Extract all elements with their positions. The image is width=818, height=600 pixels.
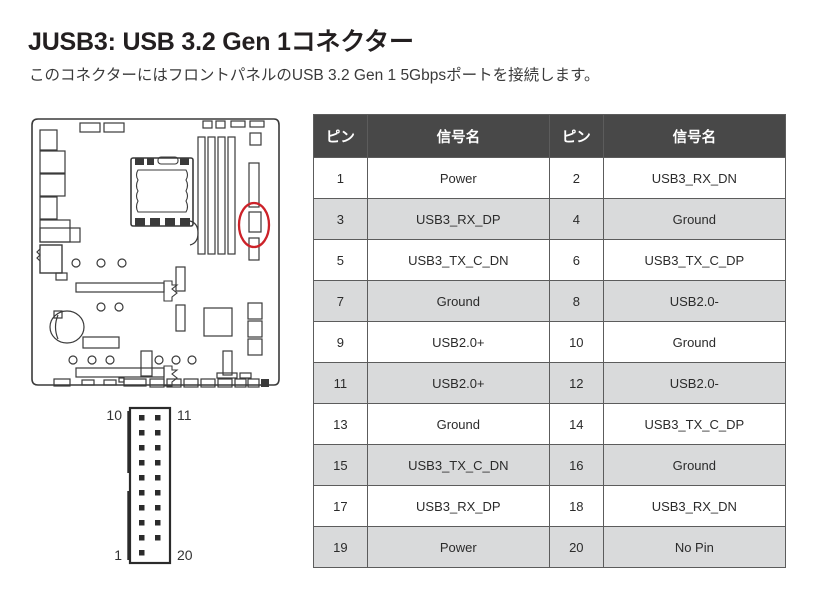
column-header-pin-1: ピン: [313, 114, 368, 158]
cell-signal: USB3_TX_C_DN: [366, 444, 550, 486]
table-row: 19 Power 20 No Pin: [313, 526, 787, 568]
cpu-socket: [130, 156, 199, 246]
column-header-pin-2: ピン: [548, 114, 604, 158]
cell-pin: 14: [548, 403, 604, 445]
cell-pin: 8: [548, 280, 604, 322]
table-header-row: ピン 信号名 ピン 信号名: [313, 114, 787, 158]
cell-pin: 10: [548, 321, 604, 363]
cell-signal: Ground: [602, 444, 787, 486]
cell-pin: 1: [313, 157, 368, 199]
column-header-signal-2: 信号名: [602, 114, 787, 158]
connector-label-top-right: 11: [177, 407, 192, 423]
table-row: 13 Ground 14 USB3_TX_C_DP: [313, 403, 787, 445]
cell-signal: Ground: [602, 198, 787, 240]
connector-label-top-left: 10: [106, 407, 122, 423]
cell-signal: Power: [366, 157, 550, 199]
cell-signal: USB3_RX_DP: [366, 485, 550, 527]
table-row: 5 USB3_TX_C_DN 6 USB3_TX_C_DP: [313, 239, 787, 281]
table-row: 9 USB2.0+ 10 Ground: [313, 321, 787, 363]
connector-label-bottom-right: 20: [177, 547, 193, 563]
pin-definition-table: ピン 信号名 ピン 信号名 1 Power 2 USB3_RX_DN 3 USB…: [313, 114, 787, 568]
cell-pin: 17: [313, 485, 368, 527]
cell-signal: No Pin: [602, 526, 787, 568]
cell-pin: 9: [313, 321, 368, 363]
table-body: 1 Power 2 USB3_RX_DN 3 USB3_RX_DP 4 Grou…: [313, 157, 787, 568]
board-outline-group: [31, 118, 280, 388]
cell-pin: 15: [313, 444, 368, 486]
cell-pin: 20: [548, 526, 604, 568]
cell-pin: 16: [548, 444, 604, 486]
table-row: 7 Ground 8 USB2.0-: [313, 280, 787, 322]
cell-pin: 19: [313, 526, 368, 568]
cell-pin: 5: [313, 239, 368, 281]
connector-body: [128, 406, 172, 565]
cell-pin: 2: [548, 157, 604, 199]
cell-signal: Power: [366, 526, 550, 568]
cell-signal: USB2.0-: [602, 362, 787, 404]
cell-signal: USB3_RX_DP: [366, 198, 550, 240]
table-row: 17 USB3_RX_DP 18 USB3_RX_DN: [313, 485, 787, 527]
cell-signal: USB3_TX_C_DP: [602, 403, 787, 445]
table-header: ピン 信号名 ピン 信号名: [313, 114, 787, 158]
cell-pin: 13: [313, 403, 368, 445]
page-subtitle: このコネクターにはフロントパネルのUSB 3.2 Gen 1 5Gbpsポートを…: [29, 67, 600, 84]
cell-signal: USB2.0-: [602, 280, 787, 322]
cell-signal: USB3_TX_C_DP: [602, 239, 787, 281]
cell-pin: 7: [313, 280, 368, 322]
cell-pin: 3: [313, 198, 368, 240]
table-row: 3 USB3_RX_DP 4 Ground: [313, 198, 787, 240]
table-row: 15 USB3_TX_C_DN 16 Ground: [313, 444, 787, 486]
cell-pin: 11: [313, 362, 368, 404]
cell-pin: 12: [548, 362, 604, 404]
jusb3-highlight-ellipse: [237, 201, 271, 249]
table-row: 1 Power 2 USB3_RX_DN: [313, 157, 787, 199]
cell-signal: Ground: [366, 280, 550, 322]
motherboard-diagram: [28, 115, 283, 395]
connector-label-bottom-left: 1: [114, 547, 122, 563]
connector-pinout-diagram: 10 11 1 20: [98, 403, 233, 573]
cell-signal: USB2.0+: [366, 362, 550, 404]
cell-pin: 6: [548, 239, 604, 281]
cell-pin: 18: [548, 485, 604, 527]
page-title: JUSB3: USB 3.2 Gen 1コネクター: [28, 28, 414, 56]
cell-signal: Ground: [366, 403, 550, 445]
cell-signal: USB2.0+: [366, 321, 550, 363]
dimm-slots: [197, 136, 236, 255]
cell-signal: USB3_TX_C_DN: [366, 239, 550, 281]
cell-signal: Ground: [602, 321, 787, 363]
cell-signal: USB3_RX_DN: [602, 485, 787, 527]
cell-signal: USB3_RX_DN: [602, 157, 787, 199]
connector-pins: [139, 415, 161, 556]
column-header-signal-1: 信号名: [366, 114, 550, 158]
cell-pin: 4: [548, 198, 604, 240]
table-row: 11 USB2.0+ 12 USB2.0-: [313, 362, 787, 404]
